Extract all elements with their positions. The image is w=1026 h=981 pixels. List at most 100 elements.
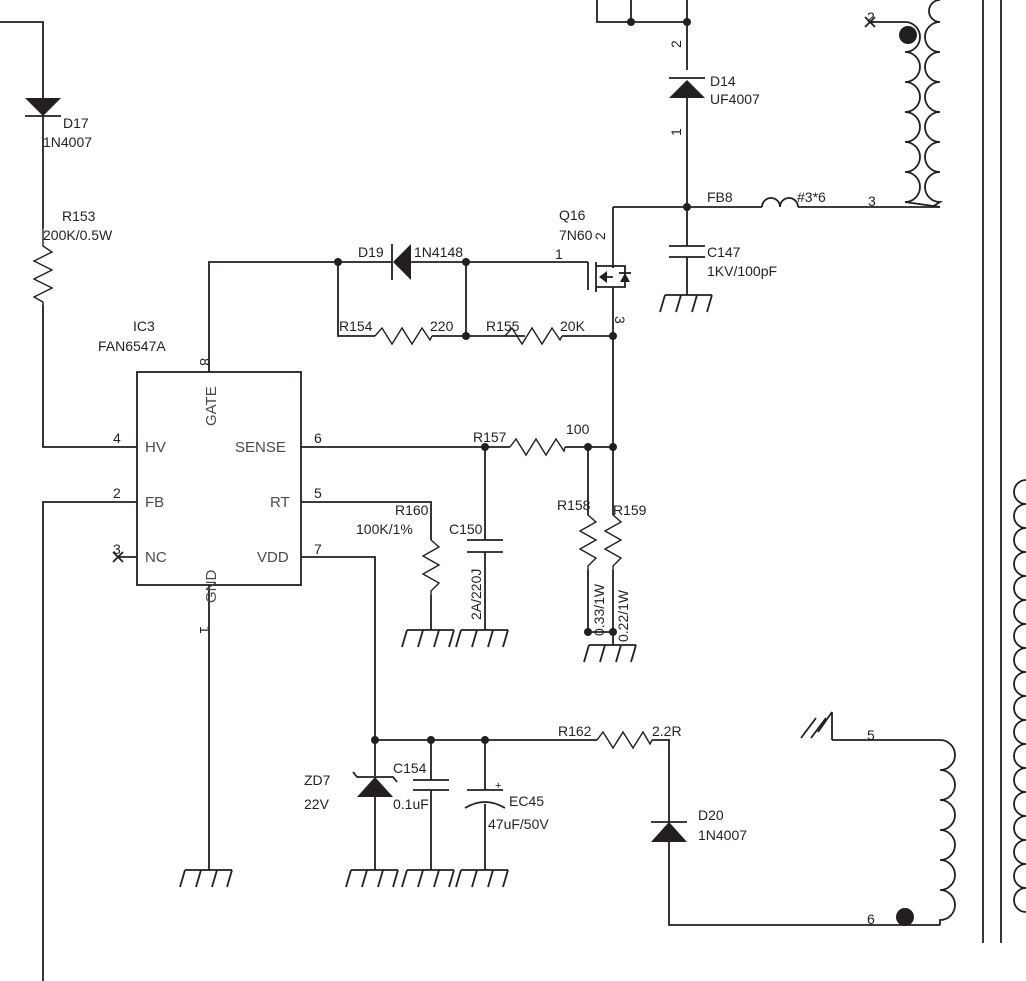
r154-value: 220	[430, 318, 454, 334]
r162-value: 2.2R	[652, 723, 682, 739]
secondary-winding-icon	[1013, 479, 1026, 913]
r157-ref: R157	[473, 429, 507, 445]
ic-pin-nc-label: NC	[145, 549, 167, 566]
transformer-pin-6: 6	[867, 911, 875, 927]
zd7-ref: ZD7	[304, 772, 331, 788]
q16-mosfet-icon	[587, 248, 631, 292]
r160-resistor-icon	[421, 539, 441, 595]
r162-ref: R162	[558, 723, 592, 739]
ec45-capacitor-icon	[464, 789, 506, 809]
r158-ref: R158	[557, 497, 591, 513]
pin-number-rt: 5	[314, 485, 322, 501]
d19-value: 1N4148	[414, 244, 463, 260]
ic-pin-hv-label: HV	[145, 439, 166, 456]
transformer-pin-3: 3	[868, 193, 876, 209]
fb8-inductor-icon	[761, 197, 799, 208]
d14-pin-top: 2	[668, 40, 684, 48]
ground-icon	[455, 869, 509, 888]
q16-pin-source: 3	[612, 316, 628, 324]
pin-number-gnd: 1	[197, 626, 213, 634]
ic-pin-sense-label: SENSE	[235, 439, 286, 456]
transformer-windings	[904, 0, 1026, 925]
ground-icon	[401, 629, 455, 648]
q16-value: 7N60	[559, 227, 593, 243]
r155-ref: R155	[486, 318, 520, 334]
ground-icon	[401, 869, 455, 888]
d20-diode-icon	[651, 821, 687, 842]
r153-value: 200K/0.5W	[43, 227, 113, 243]
ground-icon	[800, 711, 833, 740]
ic-pin-rt-label: RT	[270, 494, 290, 511]
d14-pin-bottom: 1	[668, 128, 684, 136]
c147-ref: C147	[707, 244, 741, 260]
c147-capacitor-icon	[669, 245, 705, 258]
r154-resistor-icon	[374, 326, 433, 346]
wires	[0, 0, 1002, 981]
ground-icon	[179, 869, 233, 888]
ground-icon	[583, 644, 637, 663]
primary-winding-icon	[924, 0, 944, 208]
c154-value: 0.1uF	[393, 796, 429, 812]
r153-ref: R153	[62, 208, 96, 224]
component-labels: IC3 FAN6547A D17 1N4007 R153 200K/0.5W D…	[43, 9, 876, 927]
d17-value: 1N4007	[43, 134, 92, 150]
c154-capacitor-icon	[413, 779, 449, 791]
ground-symbols	[179, 294, 833, 888]
pin-number-fb: 2	[113, 485, 121, 501]
pin-number-gate: 8	[197, 358, 213, 366]
ic-pin-fb-label: FB	[145, 494, 164, 511]
r158-resistor-icon	[578, 514, 598, 570]
r155-resistor-icon	[504, 326, 563, 346]
ec45-ref: EC45	[509, 793, 544, 809]
no-connect-icon	[112, 16, 876, 563]
ic-pin-gate-label: GATE	[203, 386, 220, 426]
d19-ref: D19	[358, 244, 384, 260]
c147-value: 1KV/100pF	[707, 263, 777, 279]
d19-diode-icon	[391, 244, 411, 280]
r158-value: 0.33/1W	[591, 583, 607, 636]
r162-resistor-icon	[596, 730, 653, 750]
r154-ref: R154	[339, 318, 373, 334]
d17-ref: D17	[63, 115, 89, 131]
r159-ref: R159	[613, 502, 647, 518]
ground-icon	[345, 869, 399, 888]
fb8-value: #3*6	[797, 189, 826, 205]
transformer-pin-5: 5	[867, 727, 875, 743]
r159-resistor-icon	[603, 514, 623, 570]
r157-resistor-icon	[509, 437, 566, 457]
transformer-pin-2: 2	[867, 9, 875, 25]
junction-dots	[334, 18, 917, 926]
r153-resistor-icon	[32, 228, 54, 305]
ic-pin-vdd-label: VDD	[257, 549, 289, 566]
d14-ref: D14	[710, 73, 736, 89]
d14-value: UF4007	[710, 91, 760, 107]
c150-capacitor-icon	[467, 539, 503, 553]
pin-number-hv: 4	[113, 430, 121, 446]
r157-value: 100	[566, 421, 590, 437]
ic3-chip: HV FB NC SENSE RT VDD GATE GND	[136, 371, 302, 604]
q16-pin-drain: 2	[592, 232, 608, 240]
ground-icon	[659, 294, 713, 313]
d14-diode-icon	[669, 77, 705, 98]
c150-ref: C150	[449, 521, 483, 537]
pin-number-sense: 6	[314, 430, 322, 446]
d17-diode-icon	[25, 98, 61, 117]
phase-dot-icon	[896, 908, 914, 926]
d19-pin: 1	[555, 246, 563, 262]
aux-winding-icon	[939, 739, 956, 925]
c154-ref: C154	[393, 760, 427, 776]
r160-ref: R160	[395, 502, 429, 518]
ic3-part: FAN6547A	[98, 338, 166, 354]
fb8-ref: FB8	[707, 189, 733, 205]
zd7-zener-icon	[352, 771, 398, 797]
ground-icon	[455, 629, 509, 648]
r159-value: 0.22/1W	[615, 589, 631, 642]
d20-value: 1N4007	[698, 827, 747, 843]
ic3-ref: IC3	[133, 318, 155, 334]
c150-value: 2A/220J	[468, 569, 484, 620]
q16-ref: Q16	[559, 207, 586, 223]
phase-dot-icon	[899, 26, 917, 44]
ic-pin-gnd-label: GND	[203, 570, 220, 604]
r160-value: 100K/1%	[356, 521, 413, 537]
